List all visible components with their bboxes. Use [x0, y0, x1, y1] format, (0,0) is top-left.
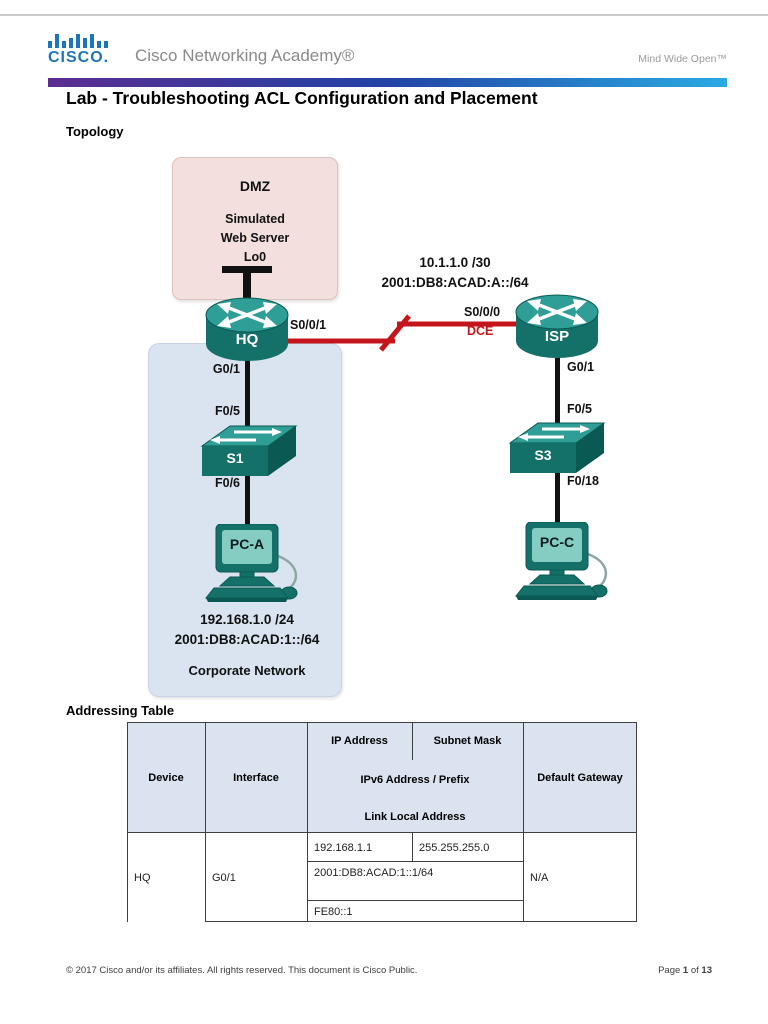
wan-ipv4-label: 10.1.1.0 /30 [419, 255, 491, 270]
s3-uplink-label: F0/5 [567, 402, 593, 416]
link-isp-s3 [555, 356, 560, 426]
page-number-value: 1 [682, 965, 689, 976]
dmz-description: Simulated Web Server Lo0 [173, 210, 337, 267]
addressing-table: Device Interface IP Address Subnet Mask … [127, 722, 637, 922]
dmz-line-lo0: Lo0 [243, 250, 267, 264]
col-header-default-gateway: Default Gateway [537, 771, 623, 784]
copyright-text: © 2017 Cisco and/or its affiliates. All … [66, 965, 418, 976]
wan-ipv6-label: 2001:DB8:ACAD:A::/64 [381, 275, 529, 290]
corporate-network-label: Corporate Network [188, 663, 306, 678]
cisco-logo-text: CISCO. [48, 49, 110, 66]
table-grid-line [307, 722, 308, 922]
page-count-value: 13 [701, 965, 712, 976]
table-grid-line [205, 921, 637, 922]
top-divider [0, 14, 768, 16]
link-hq-s1 [245, 358, 250, 430]
router-isp-icon [515, 294, 599, 358]
col-header-link-local: Link Local Address [364, 810, 466, 823]
col-header-ipv6: IPv6 Address / Prefix [360, 774, 470, 786]
addressing-table-heading: Addressing Table [66, 703, 175, 718]
table-cell-ip: 192.168.1.1 [314, 841, 373, 854]
hq-gig-label: G0/1 [212, 362, 240, 376]
col-header-ip-address: IP Address [331, 735, 388, 747]
table-grid-line [523, 722, 524, 922]
table-grid-line [127, 722, 637, 723]
link-s1-pca [245, 474, 250, 530]
switch-s3-label: S3 [534, 447, 552, 463]
table-grid-line [636, 722, 637, 922]
topology-heading: Topology [66, 124, 124, 139]
col-header-subnet-mask: Subnet Mask [433, 735, 502, 747]
pc-c-icon [514, 522, 608, 600]
dmz-line-simulated: Simulated [225, 212, 285, 226]
table-cell-ipv6: 2001:DB8:ACAD:1::1/64 [314, 867, 434, 879]
dmz-zone-box: DMZ Simulated Web Server Lo0 [172, 157, 338, 300]
pc-a-icon [204, 524, 298, 602]
hq-serial-label: S0/0/1 [290, 318, 327, 332]
isp-gig-label: G0/1 [567, 360, 595, 374]
table-cell-device: HQ [134, 871, 151, 884]
lan-ipv6-label: 2001:DB8:ACAD:1::/64 [174, 632, 320, 647]
pc-c-label: PC-C [539, 534, 575, 550]
table-cell-mask: 255.255.255.0 [419, 841, 490, 854]
loopback-connector-bar [222, 266, 272, 273]
dce-label: DCE [467, 324, 494, 338]
table-grid-line [307, 861, 523, 862]
isp-serial-label: S0/0/0 [464, 305, 501, 319]
s1-access-label: F0/6 [214, 476, 240, 490]
switch-s1-label: S1 [226, 450, 244, 466]
table-grid-line [205, 722, 206, 922]
page-label: Page [658, 965, 683, 976]
wan-network-labels: 10.1.1.0 /30 2001:DB8:ACAD:A::/64 [355, 253, 555, 293]
table-grid-line [412, 833, 413, 862]
table-header-background [127, 722, 637, 833]
table-grid-line [412, 722, 413, 760]
cisco-logo-bars-icon [48, 34, 108, 48]
s1-uplink-label: F0/5 [214, 404, 240, 418]
table-grid-line [127, 832, 637, 833]
router-isp-label: ISP [544, 328, 570, 345]
col-header-interface: Interface [233, 771, 279, 784]
table-cell-gateway: N/A [530, 871, 549, 884]
table-cell-interface: G0/1 [212, 871, 236, 884]
tagline-text: Mind Wide Open™ [638, 53, 727, 65]
loopback-connector-stem [243, 271, 251, 303]
s3-access-label: F0/18 [567, 474, 599, 488]
router-hq-icon [205, 297, 289, 361]
router-hq-label: HQ [235, 331, 259, 348]
serial-link-hq-isp [287, 314, 518, 352]
switch-s3-icon [508, 422, 606, 473]
col-header-device: Device [148, 771, 184, 784]
lan-ipv4-label: 192.168.1.0 /24 [200, 612, 294, 627]
of-label: of [688, 965, 702, 976]
lan-network-labels: 192.168.1.0 /24 2001:DB8:ACAD:1::/64 [157, 610, 337, 650]
header-gradient-bar [48, 78, 727, 87]
brand-text: Cisco Networking Academy® [135, 46, 355, 65]
dmz-title: DMZ [239, 178, 271, 194]
table-cell-link-local: FE80::1 [314, 905, 353, 918]
table-grid-line [127, 722, 128, 922]
link-s3-pcc [555, 473, 560, 527]
dmz-line-webserver: Web Server [220, 231, 290, 245]
table-grid-line [307, 900, 523, 901]
page-title: Lab - Troubleshooting ACL Configuration … [66, 88, 538, 108]
pc-a-label: PC-A [229, 536, 265, 552]
switch-s1-icon [200, 425, 298, 476]
page-number: Page 1 of 13 [658, 965, 712, 976]
